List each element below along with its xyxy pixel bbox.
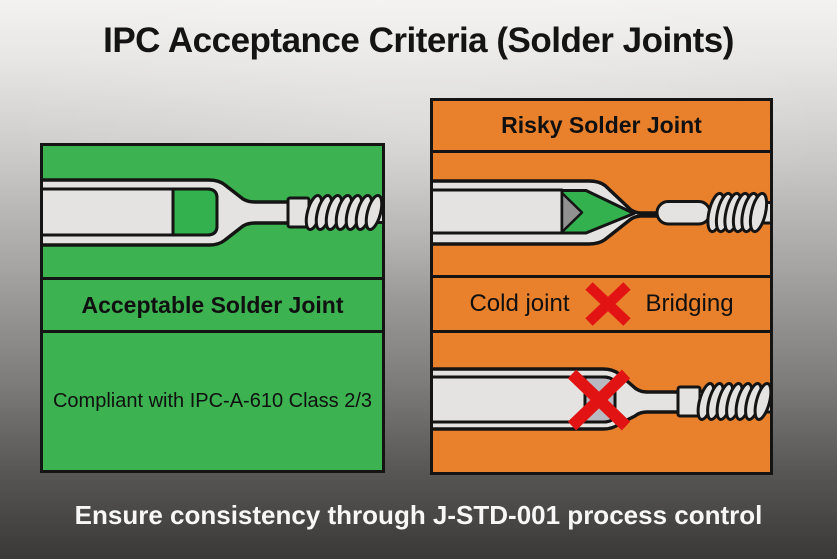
risky-panel: Risky Solder Joint — [430, 98, 773, 475]
chevron-void — [560, 191, 584, 234]
red-x-icon — [584, 282, 631, 326]
acceptable-panel: Acceptable Solder Joint Compliant with I… — [40, 143, 385, 473]
insufficient-solder-diagram — [433, 333, 770, 472]
solder-joint-bad-illustration — [433, 367, 770, 431]
tube-inner — [433, 188, 564, 235]
risky-caption: Risky Solder Joint — [433, 101, 770, 153]
cold-joint-diagram — [433, 153, 770, 278]
acceptable-joint-diagram — [43, 146, 382, 280]
solder-joint-cold-illustration — [433, 179, 770, 246]
defect-label-bridging: Bridging — [645, 290, 734, 317]
solder-joint-good-illustration — [43, 178, 382, 247]
defect-label-cold-joint: Cold joint — [469, 290, 570, 317]
page-title: IPC Acceptance Criteria (Solder Joints) — [103, 21, 734, 60]
solder-fill-good — [171, 187, 219, 237]
wire-coil — [304, 194, 382, 231]
wire-coil — [696, 382, 770, 421]
wire-coil — [706, 191, 769, 234]
defect-labels: Cold joint Bridging — [433, 278, 770, 333]
compliance-note: Compliant with IPC-A-610 Class 2/3 — [52, 390, 372, 412]
acceptable-caption: Acceptable Solder Joint — [43, 280, 382, 333]
red-x-icon — [567, 369, 631, 431]
footer-note: Ensure consistency through J-STD-001 pro… — [74, 500, 763, 530]
tube-capsule — [655, 200, 712, 226]
